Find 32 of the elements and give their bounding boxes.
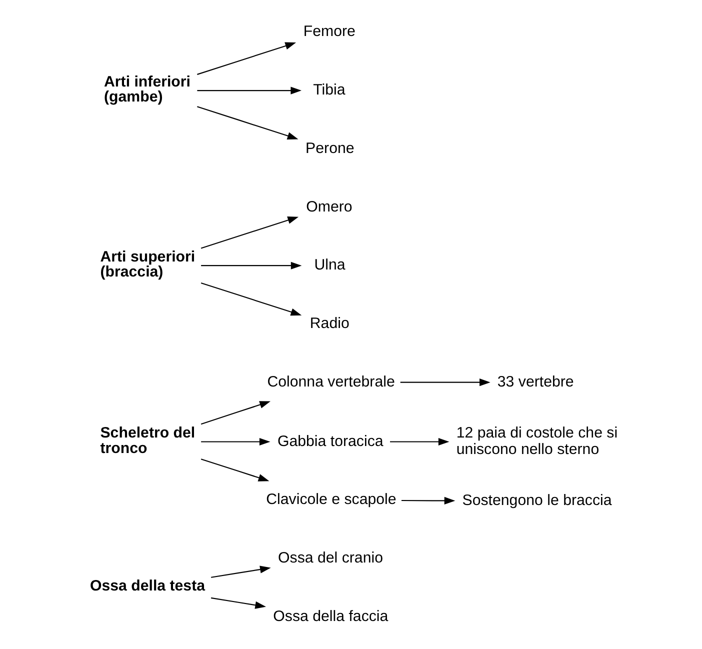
node-text: Gabbia toracica [276,432,383,450]
node-text: Arti inferiori (gambe) [104,73,190,106]
arrow [196,106,298,140]
arrow [400,496,455,504]
node-text: Tibia [312,82,345,99]
node-text: Ossa della faccia [272,608,388,625]
arrow [196,42,296,75]
arrow [390,438,449,446]
arrow [200,458,269,482]
node-text: 12 paia di costole che si uniscono nello sterno [456,424,618,458]
arrow [400,378,490,386]
arrow [196,86,302,94]
arrow [200,438,270,446]
arrow [200,401,270,425]
node-text: Scheletro del tronco [100,424,195,457]
node-text: Ossa della testa [89,578,205,595]
node-text: Clavicole e scapole [266,491,396,508]
node-text: 33 vertebre [496,373,574,390]
node-text: Colonna vertebrale [266,373,394,390]
node-text: Ossa del cranio [278,549,382,566]
arrow [200,262,302,270]
node-text: Arti superiori (braccia) [100,248,195,281]
node-text: Omero [306,198,352,216]
arrow [210,597,266,609]
arrow [210,566,270,578]
node-text: Sostengono le braccia [462,492,612,510]
node-text: Radio [309,314,349,332]
arrow [200,282,302,316]
node-text: Perone [305,140,354,157]
node-text: Ulna [314,256,345,274]
arrow [200,216,298,249]
node-text: Femore [302,23,355,40]
